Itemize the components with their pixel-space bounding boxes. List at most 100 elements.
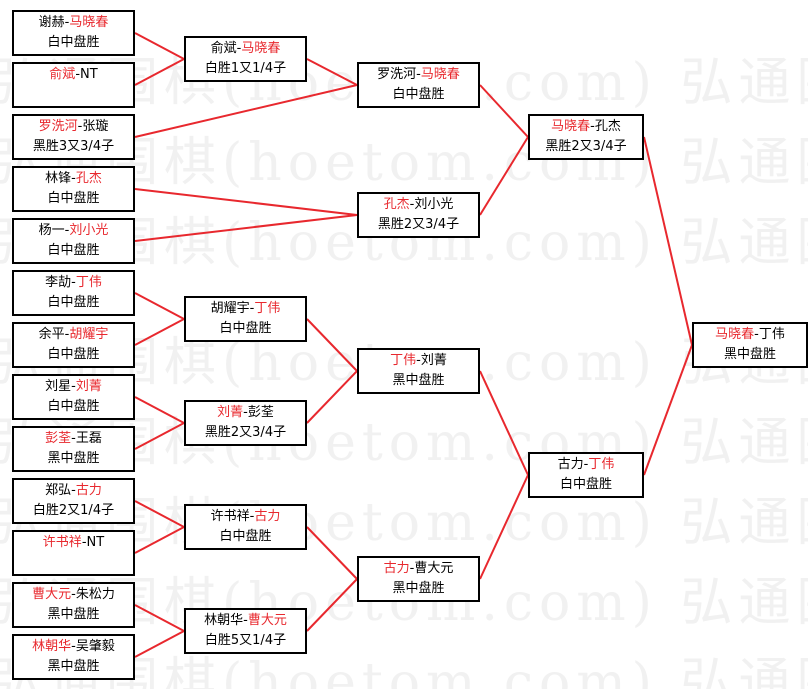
player-left: 孔杰 (383, 197, 410, 212)
match-players: 余平-胡耀宇 (14, 325, 133, 345)
match-players: 孔杰-刘小光 (359, 195, 478, 215)
match-result: 黑胜3又3/4子 (32, 139, 115, 154)
player-left: 罗洗河 (38, 119, 78, 134)
vs-dash: - (409, 197, 415, 212)
match-players: 林朝华-曹大元 (186, 611, 305, 631)
player-left: 林朝华 (32, 639, 72, 654)
match-result: 白中盘胜 (47, 35, 100, 50)
vs-dash: - (236, 41, 242, 56)
player-left: 刘星 (45, 379, 72, 394)
vs-dash: - (71, 275, 76, 290)
match-players: 谢赫-马晓春 (14, 13, 133, 33)
match-box-round2: 俞斌-马晓春白胜1又1/4子 (184, 36, 307, 82)
match-result: 白中盘胜 (47, 191, 100, 206)
player-left: 林锋 (45, 171, 72, 186)
match-box-round1: 刘星-刘菁白中盘胜 (12, 374, 135, 420)
vs-dash: - (64, 223, 70, 238)
match-box-round2: 许书祥-古力白中盘胜 (184, 504, 307, 550)
player-left: 杨一 (38, 223, 65, 238)
vs-dash: - (71, 379, 76, 394)
vs-dash: - (583, 457, 589, 472)
match-players: 郑弘-古力 (14, 481, 133, 501)
vs-dash: - (409, 561, 415, 576)
match-result: 黑中盘胜 (392, 373, 445, 388)
connector-line (134, 292, 185, 320)
match-players: 林朝华-吴肇毅 (14, 637, 133, 657)
match-box-round3: 古力-曹大元黑中盘胜 (357, 556, 480, 602)
player-left: 胡耀宇 (210, 301, 250, 316)
player-right: 马晓春 (241, 41, 281, 56)
player-left: 彭荃 (45, 431, 72, 446)
match-players: 罗洗河-马晓春 (359, 65, 478, 85)
player-left: 李劼 (45, 275, 72, 290)
match-result: 黑中盘胜 (47, 607, 100, 622)
match-box-round1: 许书祥-NT (12, 530, 135, 576)
player-right: 刘菁 (420, 353, 447, 368)
vs-dash: - (416, 353, 421, 368)
player-right: 朱松力 (75, 587, 115, 602)
vs-dash: - (71, 431, 76, 446)
player-left: 古力 (557, 457, 584, 472)
connector-line (134, 422, 185, 450)
vs-dash: - (77, 119, 83, 134)
connector-line (306, 370, 358, 424)
match-result: 白胜5又1/4子 (204, 633, 287, 648)
player-left: 古力 (383, 561, 410, 576)
match-box-round1: 彭荃-王磊黑中盘胜 (12, 426, 135, 472)
vs-dash: - (75, 67, 81, 82)
player-right: 曹大元 (414, 561, 454, 576)
player-left: 丁伟 (390, 353, 417, 368)
vs-dash: - (71, 639, 76, 654)
connector-line (306, 526, 358, 580)
connector-line (479, 370, 529, 476)
match-players: 马晓春-丁伟 (694, 325, 806, 345)
player-right: 刘小光 (69, 223, 109, 238)
match-players: 古力-曹大元 (359, 559, 478, 579)
match-result: 黑中盘胜 (392, 581, 445, 596)
match-box-round1: 谢赫-马晓春白中盘胜 (12, 10, 135, 56)
player-left: 罗洗河 (377, 67, 417, 82)
vs-dash: - (416, 67, 421, 82)
connector-line (134, 604, 185, 632)
match-result: 黑中盘胜 (723, 347, 776, 362)
match-box-round1: 余平-胡耀宇白中盘胜 (12, 322, 135, 368)
match-box-round3: 孔杰-刘小光黑胜2又3/4子 (357, 192, 480, 238)
match-result: 黑中盘胜 (47, 659, 100, 674)
player-left: 俞斌 (210, 41, 237, 56)
match-box-round2: 胡耀宇-丁伟白中盘胜 (184, 296, 307, 342)
match-box-round3: 罗洗河-马晓春白中盘胜 (357, 62, 480, 108)
player-right: 马晓春 (69, 15, 109, 30)
player-left: 林朝华 (204, 613, 244, 628)
player-right: 彭荃 (247, 405, 274, 420)
connector-line (643, 136, 693, 346)
match-box-round1: 罗洗河-张璇黑胜3又3/4子 (12, 114, 135, 160)
match-players: 胡耀宇-丁伟 (186, 299, 305, 319)
match-result: 白胜1又1/4子 (204, 61, 287, 76)
connector-line (479, 474, 529, 580)
player-right: NT (80, 67, 98, 82)
connector-line (134, 500, 185, 528)
connector-line (134, 84, 358, 138)
connector-line (134, 214, 358, 242)
player-right: 古力 (254, 509, 281, 524)
player-right: 丁伟 (254, 301, 281, 316)
match-box-round2: 林朝华-曹大元白胜5又1/4子 (184, 608, 307, 654)
match-result: 白中盘胜 (392, 87, 445, 102)
match-result: 白中盘胜 (219, 529, 272, 544)
connector-line (643, 344, 693, 476)
player-left: 谢赫 (38, 15, 65, 30)
match-players: 刘菁-彭荃 (186, 403, 305, 423)
player-left: 许书祥 (42, 535, 82, 550)
player-left: 俞斌 (49, 67, 76, 82)
match-box-round2: 刘菁-彭荃黑胜2又3/4子 (184, 400, 307, 446)
match-result: 白胜2又1/4子 (32, 503, 115, 518)
player-right: 孔杰 (594, 119, 621, 134)
match-players: 许书祥-NT (14, 533, 133, 553)
player-right: 马晓春 (420, 67, 460, 82)
player-right: 张璇 (82, 119, 109, 134)
match-result: 白中盘胜 (47, 243, 100, 258)
match-players: 林锋-孔杰 (14, 169, 133, 189)
match-players: 罗洗河-张璇 (14, 117, 133, 137)
player-left: 刘菁 (217, 405, 244, 420)
player-right: 刘小光 (414, 197, 454, 212)
